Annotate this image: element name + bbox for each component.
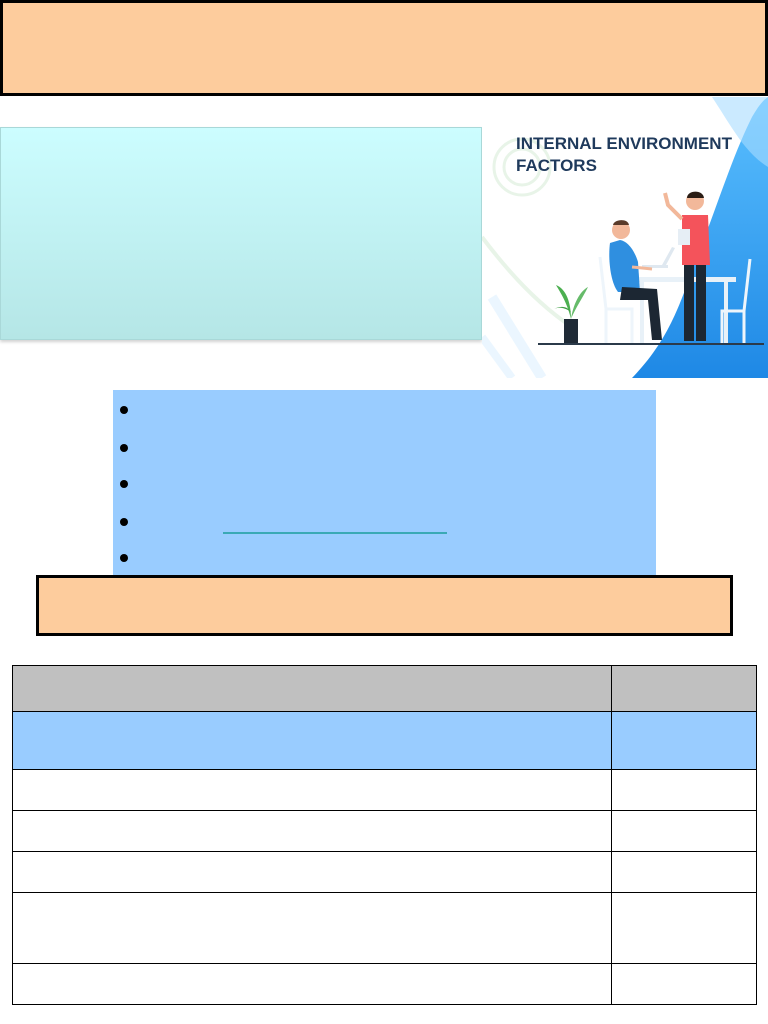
table-header-cell [611, 665, 757, 712]
bullet-list-box [113, 390, 656, 577]
table-cell [611, 963, 757, 1005]
table-row [12, 892, 757, 964]
table-cell [611, 711, 757, 770]
table-header-cell [12, 665, 612, 712]
table-cell [12, 892, 612, 964]
table-row [12, 851, 757, 893]
bullet-icon [120, 518, 128, 526]
plant-icon [554, 285, 588, 343]
table-cell [611, 810, 757, 852]
table-cell [12, 769, 612, 811]
section-banner [36, 575, 733, 636]
illustration-title-line1: INTERNAL ENVIRONMENT [516, 134, 733, 153]
decorative-swirl-icon [482, 137, 574, 378]
table-cell [611, 769, 757, 811]
table-cell [12, 711, 612, 770]
illustration-internal-environment-factors: INTERNAL ENVIRONMENT FACTORS [482, 97, 768, 378]
bullet-icon [120, 406, 128, 414]
underlined-link[interactable] [223, 532, 447, 534]
backdrop-accent-shape [712, 97, 768, 167]
header-banner [0, 0, 768, 96]
chair-icon [598, 256, 752, 343]
table-row [12, 769, 757, 811]
table-row [12, 810, 757, 852]
standing-person-icon [663, 191, 710, 341]
intro-panel [0, 127, 482, 340]
table-cell [12, 851, 612, 893]
data-table [12, 665, 757, 1005]
illustration-title-line2: FACTORS [516, 156, 597, 175]
table-header-row [12, 665, 757, 712]
bullet-icon [120, 554, 128, 562]
table-row [12, 711, 757, 770]
table-cell [611, 851, 757, 893]
bullet-icon [120, 480, 128, 488]
illustration-graphic: INTERNAL ENVIRONMENT FACTORS [482, 97, 768, 378]
backdrop-shape [632, 97, 768, 378]
table-cell [12, 963, 612, 1005]
table-cell [12, 810, 612, 852]
bullet-icon [120, 444, 128, 452]
table-cell [611, 892, 757, 964]
seated-person-icon [609, 220, 675, 340]
table-row [12, 963, 757, 1005]
